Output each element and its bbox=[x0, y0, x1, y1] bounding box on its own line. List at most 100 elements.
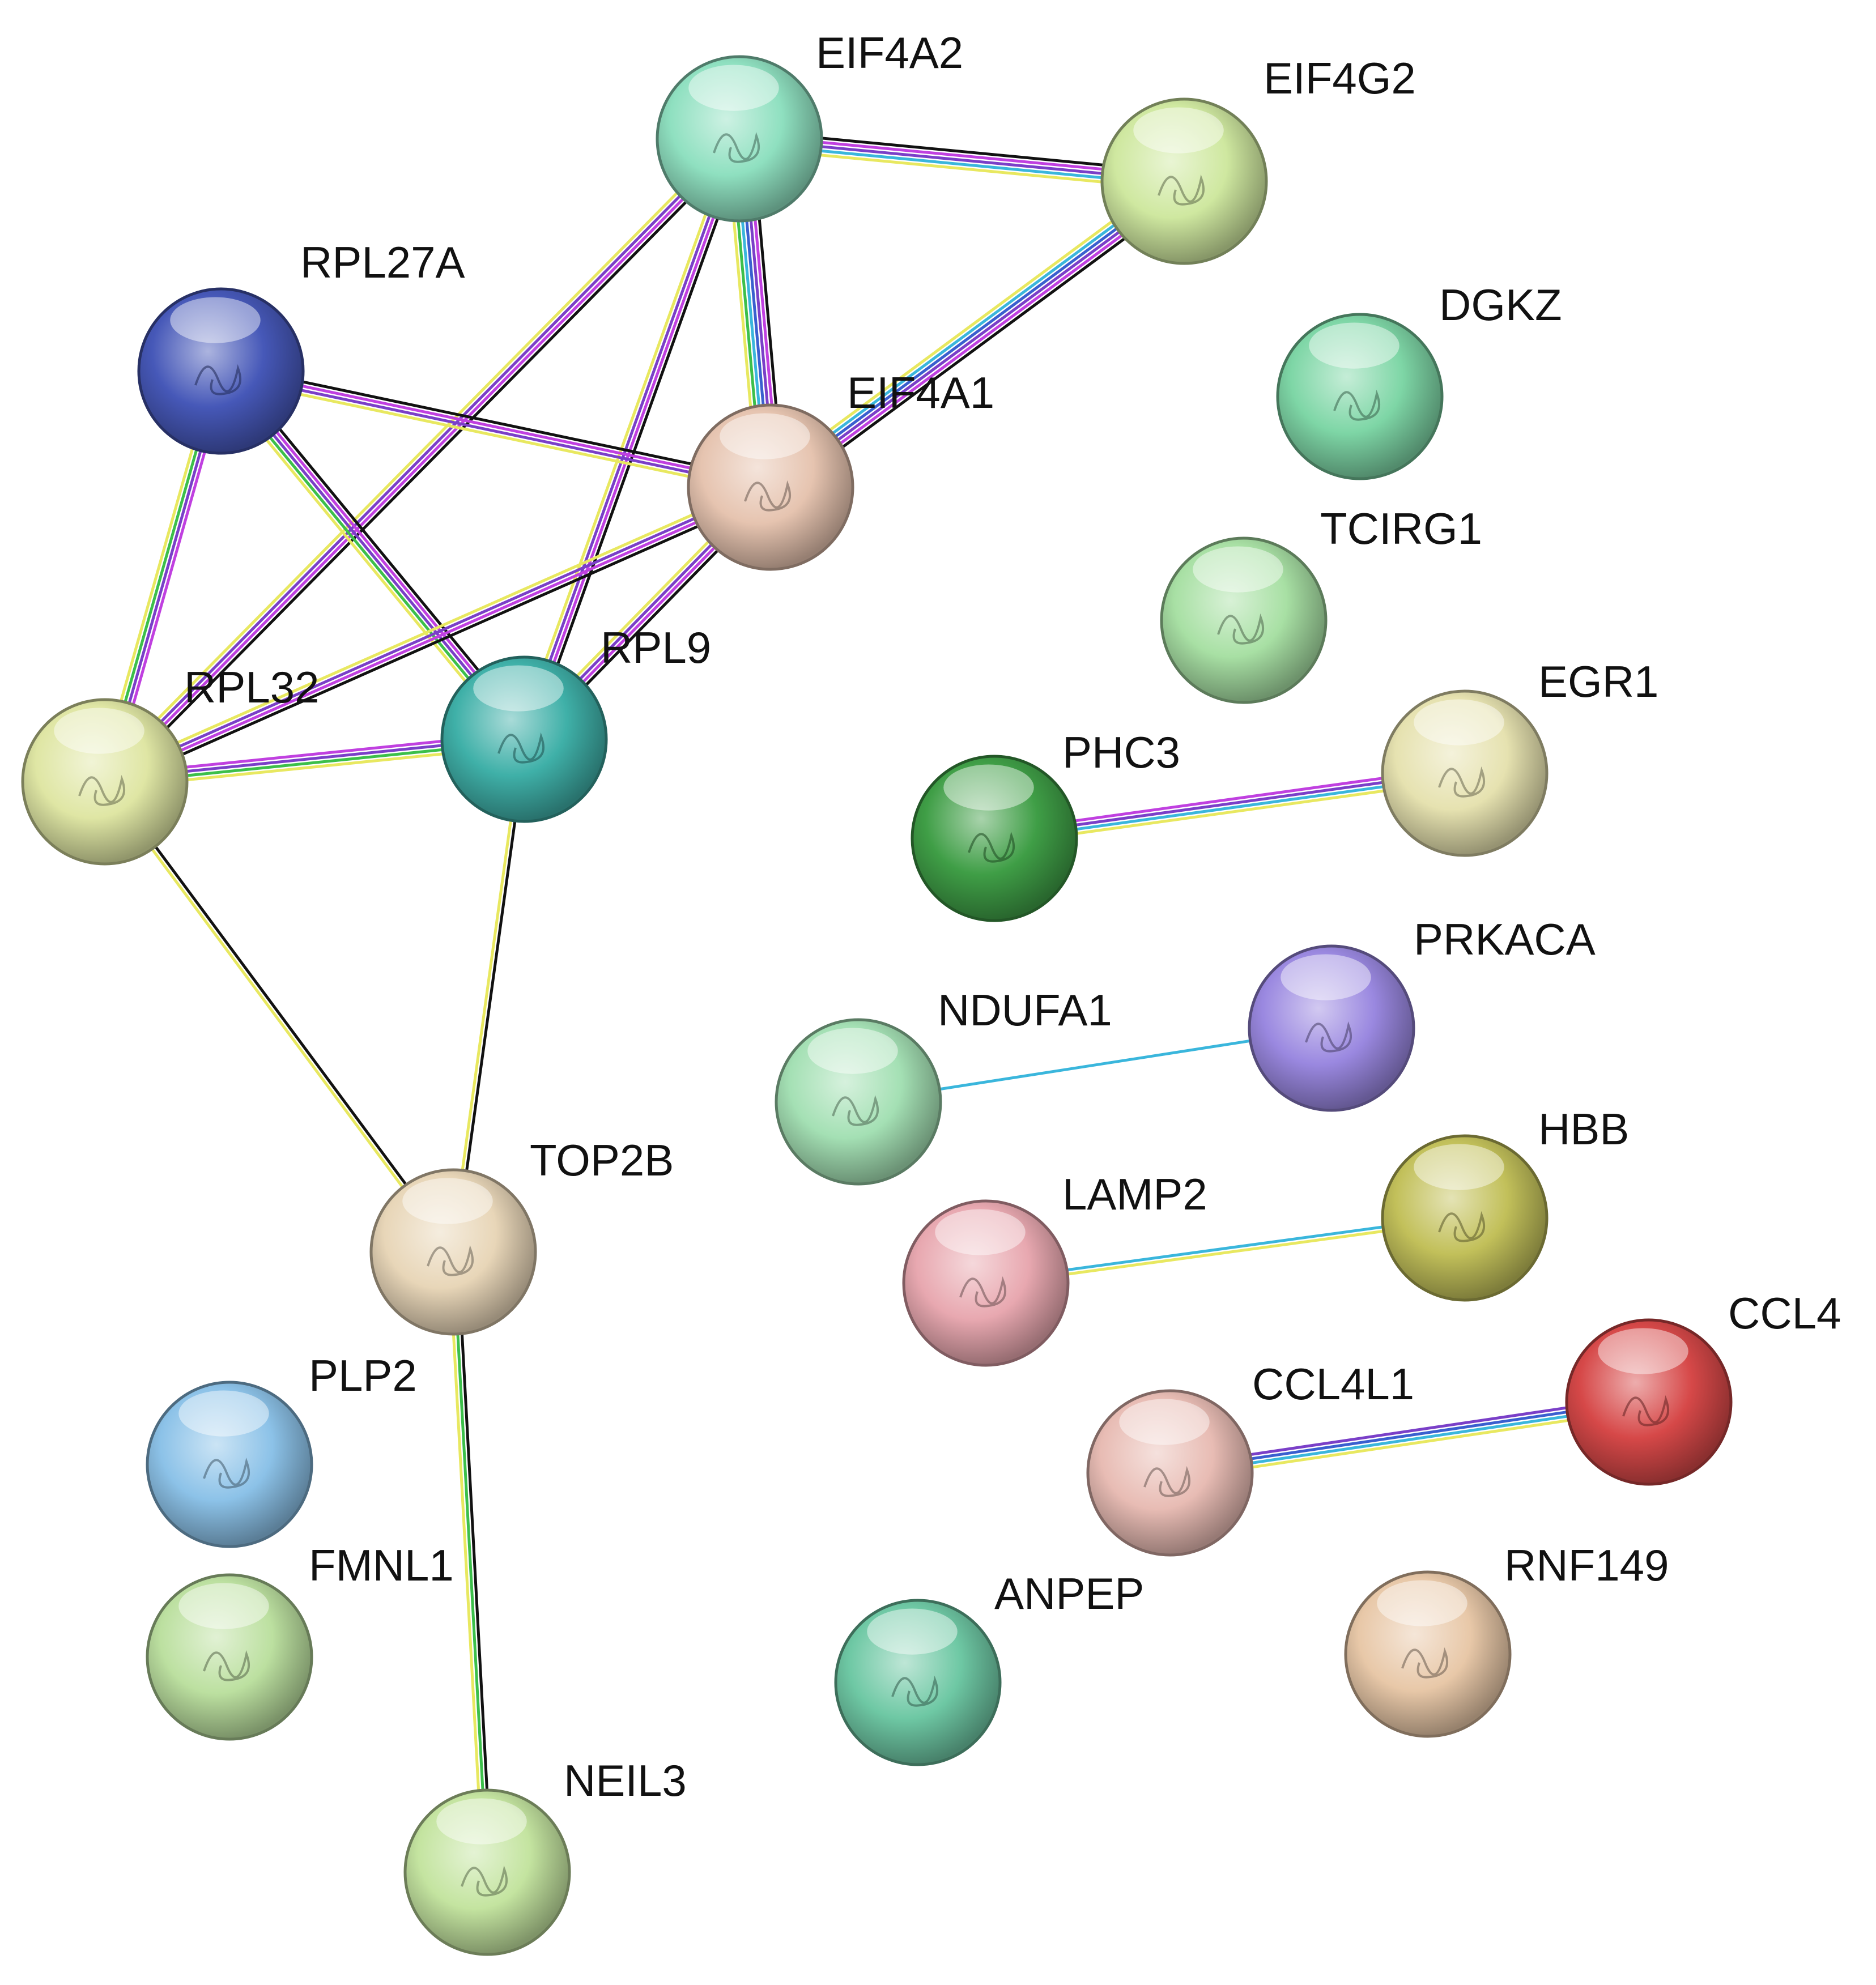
node-rpl27a[interactable] bbox=[137, 287, 305, 455]
node-sphere[interactable] bbox=[146, 1573, 313, 1741]
node-label-neil3: NEIL3 bbox=[564, 1756, 687, 1805]
node-tcirg1[interactable] bbox=[1160, 536, 1328, 704]
node-ndufa1[interactable] bbox=[775, 1018, 942, 1186]
node-lamp2[interactable] bbox=[902, 1199, 1070, 1367]
node-neil3[interactable] bbox=[403, 1788, 571, 1956]
node-anpep[interactable] bbox=[834, 1599, 1002, 1766]
node-rpl9[interactable] bbox=[440, 655, 608, 823]
sphere-highlight bbox=[402, 1178, 493, 1224]
node-eif4g2[interactable] bbox=[1100, 97, 1268, 265]
edge-strand-green bbox=[452, 1250, 489, 1874]
node-sphere[interactable] bbox=[834, 1599, 1002, 1766]
protein-structure-icon bbox=[891, 1675, 938, 1707]
protein-structure-icon bbox=[1143, 1466, 1190, 1497]
node-top2b[interactable] bbox=[369, 1168, 537, 1336]
edge-strand-yellow bbox=[516, 135, 735, 739]
sphere-highlight bbox=[1598, 1328, 1688, 1374]
node-egr1[interactable] bbox=[1381, 689, 1549, 857]
node-label-eif4a1: EIF4A1 bbox=[847, 368, 994, 418]
edge-strand-black bbox=[529, 139, 747, 743]
node-sphere[interactable] bbox=[1100, 97, 1268, 265]
node-label-plp2: PLP2 bbox=[309, 1351, 417, 1400]
protein-structure-icon bbox=[497, 732, 544, 764]
sphere-highlight bbox=[1309, 322, 1399, 369]
node-sphere[interactable] bbox=[687, 403, 854, 571]
protein-structure-icon bbox=[461, 1865, 508, 1897]
node-label-tcirg1: TCIRG1 bbox=[1320, 504, 1482, 553]
node-sphere[interactable] bbox=[902, 1199, 1070, 1367]
node-rnf149[interactable] bbox=[1344, 1570, 1512, 1738]
edge-strand-black bbox=[108, 142, 746, 788]
node-sphere[interactable] bbox=[1276, 313, 1444, 480]
protein-structure-icon bbox=[194, 364, 241, 395]
node-sphere[interactable] bbox=[369, 1168, 537, 1336]
node-sphere[interactable] bbox=[1086, 1389, 1254, 1557]
edge-strand-yellow bbox=[449, 737, 524, 1253]
node-sphere[interactable] bbox=[1381, 689, 1549, 857]
sphere-highlight bbox=[1281, 954, 1371, 1000]
edge-strand-magenta bbox=[220, 367, 773, 487]
node-eif4a2[interactable] bbox=[656, 55, 823, 223]
node-sphere[interactable] bbox=[146, 1381, 313, 1548]
edge-eif4g2-eif4a1[interactable] bbox=[763, 171, 1192, 497]
sphere-highlight bbox=[1414, 1144, 1504, 1190]
node-label-prkaca: PRKACA bbox=[1414, 914, 1596, 964]
node-sphere[interactable] bbox=[21, 698, 189, 866]
node-sphere[interactable] bbox=[403, 1788, 571, 1956]
protein-structure-icon bbox=[203, 1457, 250, 1489]
node-hbb[interactable] bbox=[1381, 1134, 1549, 1302]
edge-eif4a2-rpl9[interactable] bbox=[516, 135, 747, 743]
edge-eif4a1-rpl32[interactable] bbox=[100, 480, 775, 789]
protein-structure-icon bbox=[203, 1650, 250, 1681]
node-dgkz[interactable] bbox=[1276, 313, 1444, 480]
protein-structure-icon bbox=[1217, 613, 1264, 645]
node-sphere[interactable] bbox=[1381, 1134, 1549, 1302]
protein-structure-icon bbox=[1333, 389, 1380, 421]
sphere-highlight bbox=[54, 708, 144, 754]
edge-strand-yellow bbox=[99, 133, 737, 779]
node-ccl4[interactable] bbox=[1565, 1318, 1733, 1486]
node-rpl32[interactable] bbox=[21, 698, 189, 866]
edge-strand-purple bbox=[520, 137, 739, 740]
edge-strand-black bbox=[454, 738, 528, 1254]
node-fmnl1[interactable] bbox=[146, 1573, 313, 1741]
edge-strand-magenta bbox=[104, 487, 773, 785]
node-layer bbox=[21, 55, 1733, 1956]
node-plp2[interactable] bbox=[146, 1381, 313, 1548]
edge-strand-black bbox=[220, 363, 773, 483]
edge-strand-yellow bbox=[448, 1250, 485, 1874]
edge-strand-magenta bbox=[105, 139, 743, 785]
node-label-hbb: HBB bbox=[1538, 1104, 1629, 1154]
node-sphere[interactable] bbox=[440, 655, 608, 823]
protein-structure-icon bbox=[959, 1276, 1006, 1307]
node-sphere[interactable] bbox=[1248, 944, 1415, 1112]
node-sphere[interactable] bbox=[775, 1018, 942, 1186]
node-sphere[interactable] bbox=[1565, 1318, 1733, 1486]
edge-strand-yellow bbox=[218, 376, 771, 495]
node-sphere[interactable] bbox=[656, 55, 823, 223]
protein-structure-icon bbox=[744, 480, 791, 512]
edge-strand-purple bbox=[770, 181, 1187, 491]
node-label-top2b: TOP2B bbox=[530, 1135, 674, 1185]
edge-rpl27a-eif4a1[interactable] bbox=[218, 363, 773, 495]
node-sphere[interactable] bbox=[911, 755, 1078, 922]
node-sphere[interactable] bbox=[1344, 1570, 1512, 1738]
edge-strand-black bbox=[775, 188, 1192, 497]
protein-structure-icon bbox=[1438, 766, 1485, 798]
node-label-rpl32: RPL32 bbox=[184, 662, 320, 712]
edge-rpl32-top2b[interactable] bbox=[101, 779, 457, 1255]
edge-eif4a2-rpl32[interactable] bbox=[99, 133, 746, 788]
sphere-highlight bbox=[867, 1608, 958, 1655]
node-ccl4l1[interactable] bbox=[1086, 1389, 1254, 1557]
node-sphere[interactable] bbox=[137, 287, 305, 455]
node-label-ccl4l1: CCL4L1 bbox=[1252, 1359, 1414, 1409]
edge-rpl9-top2b[interactable] bbox=[449, 737, 528, 1254]
edge-strand-yellow bbox=[100, 480, 769, 778]
edge-strand-purple bbox=[101, 135, 739, 782]
node-sphere[interactable] bbox=[1160, 536, 1328, 704]
node-prkaca[interactable] bbox=[1248, 944, 1415, 1112]
node-phc3[interactable] bbox=[911, 755, 1078, 922]
node-label-egr1: EGR1 bbox=[1538, 657, 1658, 706]
node-eif4a1[interactable] bbox=[687, 403, 854, 571]
edge-top2b-neil3[interactable] bbox=[448, 1250, 493, 1874]
